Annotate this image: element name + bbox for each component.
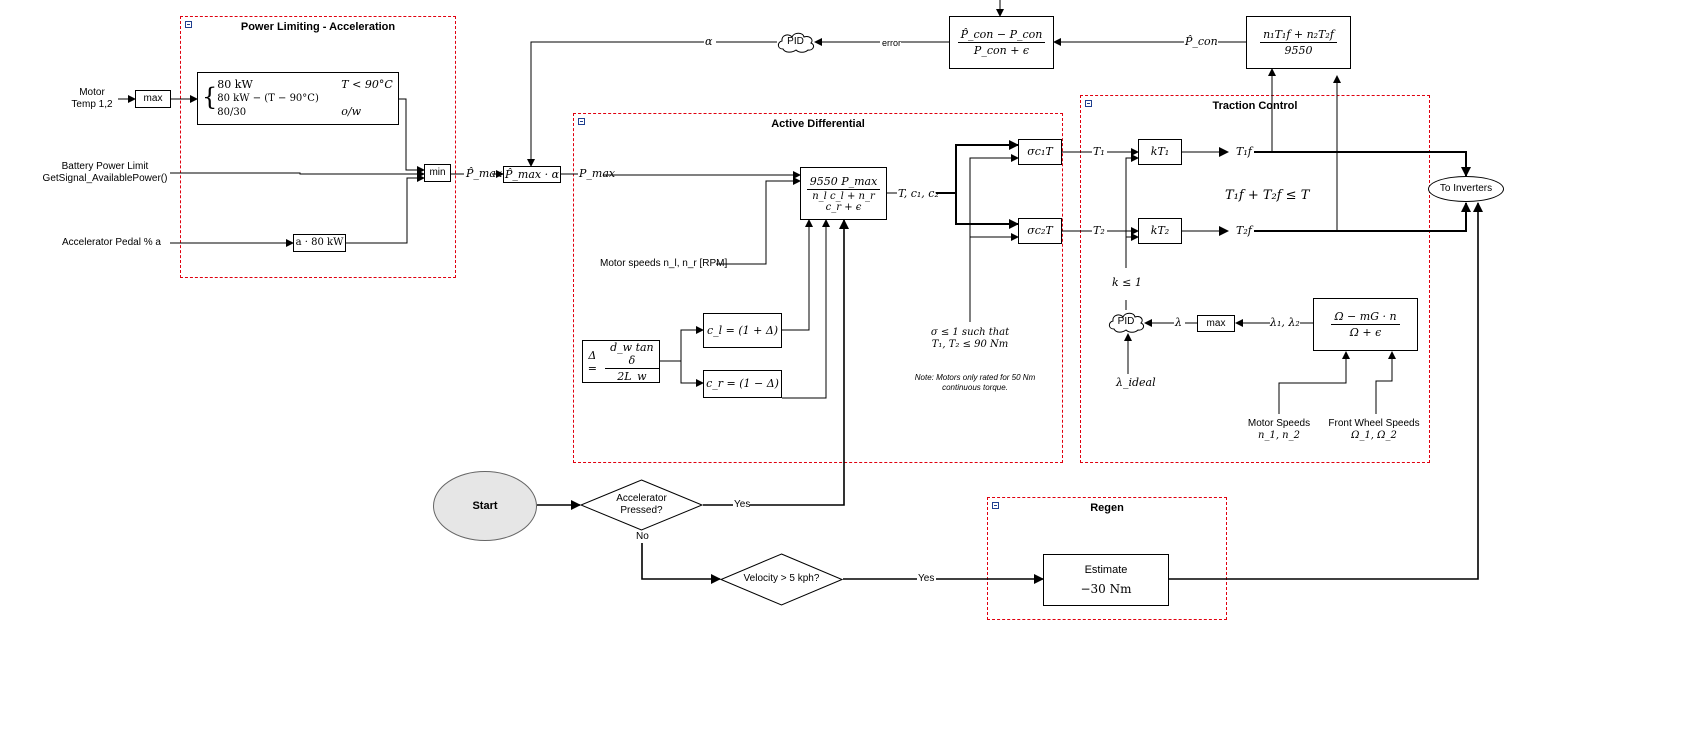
slip-frac-block: Ω − mG · n Ω + ϵ	[1313, 298, 1418, 351]
p-con-hat-label: P̂_con	[1185, 35, 1218, 48]
estimate-label: Estimate	[1084, 564, 1128, 576]
collapse-icon[interactable]	[992, 502, 999, 509]
regen-torque-label: −30 Nm	[1080, 582, 1132, 596]
accelerator-label: Accelerator Pedal % a	[62, 237, 161, 248]
t1-label: T₁	[1093, 145, 1105, 158]
cr-block: c_r = (1 − Δ)	[703, 370, 782, 398]
pid-top-label: PID	[787, 36, 804, 47]
regen-group: Regen	[987, 497, 1227, 620]
group-title: Power Limiting - Acceleration	[240, 21, 396, 33]
front-wheel-speeds-label: Front Wheel Speeds Ω_1, Ω_2	[1328, 418, 1420, 441]
min-block: min	[424, 164, 451, 182]
to-inverters-label: To Inverters	[1439, 183, 1493, 194]
slip-frac-den: Ω + ϵ	[1349, 326, 1382, 339]
pcon-frac-block: n₁T₁f + n₂T₂f 9550	[1246, 16, 1351, 69]
start-node: Start	[433, 471, 537, 541]
error-label: error	[882, 37, 902, 49]
error-frac-block: P̂_con − P_con P_con + ϵ	[949, 16, 1054, 69]
delta-den: 2L_w	[617, 369, 647, 383]
motor-speeds-label: Motor speeds n_l, n_r [RPM]	[600, 258, 728, 269]
p-max-label: P_max	[579, 167, 616, 180]
p-max-alpha-block: P̂_max · α	[503, 166, 561, 183]
max-tc-block: max	[1197, 315, 1235, 332]
pid-tc-label: PID	[1117, 316, 1135, 327]
sigma2-block: σc₂T	[1018, 218, 1062, 244]
motor-temp-label: Motor Temp 1,2	[71, 87, 113, 110]
sigma1-block: σc₁T	[1018, 139, 1062, 165]
cloud-icon	[777, 32, 815, 53]
kt1-block: kT₁	[1138, 139, 1182, 165]
yes2-label: Yes	[918, 573, 935, 585]
error-frac-num: P̂_con − P_con	[957, 28, 1046, 43]
collapse-icon[interactable]	[185, 21, 192, 28]
torque-frac-block: 9550 P_max n_l c_l + n_r c_r + ϵ	[800, 167, 887, 220]
temp-case-2-value: 80 kW − (T − 90°C) 80/30	[217, 92, 319, 118]
start-label: Start	[472, 500, 498, 512]
accelerator-decision: Accelerator Pressed?	[579, 479, 704, 531]
pcon-frac-den: 9550	[1284, 44, 1313, 57]
velocity-decision: Velocity > 5 kph?	[719, 553, 844, 606]
group-title: Traction Control	[1212, 100, 1298, 112]
yes-label: Yes	[734, 499, 751, 511]
accel-scale-block: a · 80 kW	[293, 234, 346, 252]
constraint-label: T₁f + T₂f ≤ T	[1225, 188, 1310, 203]
cloud-icon	[1108, 312, 1145, 333]
torque-out-label: T, c₁, c₂	[898, 187, 939, 200]
sigma-note: σ ≤ 1 such that T₁, T₂ ≤ 90 Nm	[930, 327, 1010, 350]
pid-tc-cloud: PID	[1106, 311, 1146, 333]
no-label: No	[636, 531, 649, 543]
temp-case-1-cond: T < 90°C	[341, 77, 393, 91]
kt2-block: kT₂	[1138, 218, 1182, 244]
t2-label: T₂	[1093, 224, 1105, 237]
regen-estimate-block: Estimate −30 Nm	[1043, 554, 1169, 606]
cl-block: c_l = (1 + Δ)	[703, 313, 782, 348]
traction-control-group: Traction Control	[1080, 95, 1430, 463]
collapse-icon[interactable]	[1085, 100, 1092, 107]
temp-case-2-cond: o/w	[341, 104, 362, 118]
pcon-frac-num: n₁T₁f + n₂T₂f	[1260, 28, 1337, 43]
velocity-decision-label: Velocity > 5 kph?	[743, 573, 820, 584]
group-title: Regen	[1090, 502, 1124, 514]
p-max-hat-label: P̂_max	[466, 167, 503, 180]
torque-frac-den: n_l c_l + n_r c_r + ϵ	[812, 190, 875, 213]
delta-num: d_w tan δ	[604, 341, 659, 369]
delta-block: Δ = d_w tan δ 2L_w	[582, 340, 660, 383]
accelerator-decision-label: Accelerator Pressed?	[616, 493, 667, 516]
motor-rating-note: Note: Motors only rated for 50 Nm contin…	[914, 373, 1036, 392]
battery-label: Battery Power Limit GetSignal_AvailableP…	[42, 161, 168, 184]
to-inverters: To Inverters	[1428, 176, 1504, 202]
lambda-ideal-label: λ_ideal	[1116, 376, 1156, 389]
group-title: Active Differential	[771, 118, 865, 130]
alpha-label: α	[705, 35, 713, 48]
k-le-1-label: k ≤ 1	[1112, 276, 1142, 289]
slip-frac-num: Ω − mG · n	[1331, 310, 1400, 325]
t1f-label: T₁f	[1236, 145, 1252, 158]
active-differential-group: Active Differential	[573, 113, 1063, 463]
motor-speeds-tc-label: Motor Speeds n_1, n_2	[1247, 418, 1311, 441]
temp-derating-block: { 80 kW T < 90°C 80 kW − (T − 90°C) 80/30…	[197, 72, 399, 125]
power-limiting-group: Power Limiting - Acceleration	[180, 16, 456, 278]
diamond-shape	[579, 479, 704, 531]
pid-top-cloud: PID	[775, 31, 816, 53]
delta-lhs: Δ =	[587, 348, 597, 375]
max-temp-block: max	[135, 90, 171, 108]
temp-case-1-value: 80 kW	[217, 77, 253, 91]
brace: {	[202, 82, 218, 111]
lambda12-label: λ₁, λ₂	[1270, 316, 1300, 329]
torque-frac-num: 9550 P_max	[806, 175, 881, 190]
lambda-label: λ	[1175, 316, 1182, 329]
error-frac-den: P_con + ϵ	[973, 44, 1030, 57]
collapse-icon[interactable]	[578, 118, 585, 125]
t2f-label: T₂f	[1236, 224, 1252, 237]
diamond-shape	[719, 553, 844, 606]
